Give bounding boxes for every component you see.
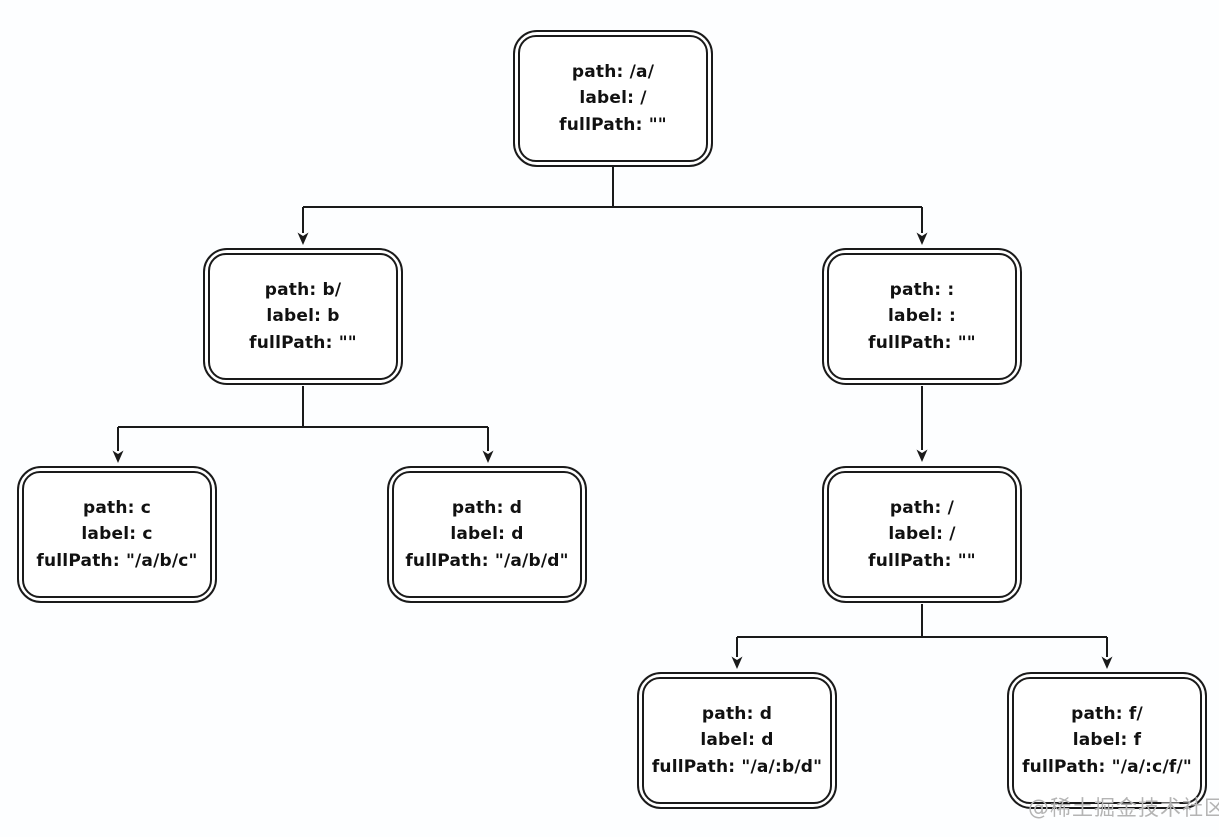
node-path-line: path: b/ [264, 279, 342, 300]
tree-node-d1-body: path: d label: d fullPath: "/a/b/d" [392, 471, 582, 598]
tree-node-colon-body: path: : label: : fullPath: "" [827, 253, 1017, 380]
tree-node-d2-body: path: d label: d fullPath: "/a/:b/d" [642, 677, 832, 804]
node-path-line: path: f/ [1071, 703, 1143, 724]
node-label-line: label: f [1072, 730, 1142, 751]
tree-node-root: path: /a/ label: / fullPath: "" [513, 30, 713, 167]
node-path-line: path: d [701, 703, 773, 724]
node-label-line: label: / [888, 524, 956, 545]
node-fullpath-line: fullPath: "/a/b/d" [405, 550, 569, 571]
node-label-line: label: b [266, 306, 340, 327]
node-label-line: label: : [888, 306, 956, 327]
tree-node-c-body: path: c label: c fullPath: "/a/b/c" [22, 471, 212, 598]
connector-b-children [112, 386, 494, 463]
node-label-line: label: d [700, 730, 774, 751]
tree-node-f: path: f/ label: f fullPath: "/a/:c/f/" [1007, 672, 1207, 809]
node-path-line: path: c [82, 497, 152, 518]
tree-node-c: path: c label: c fullPath: "/a/b/c" [17, 466, 217, 603]
node-fullpath-line: fullPath: "" [249, 332, 357, 353]
node-fullpath-line: fullPath: "/a/:c/f/" [1022, 756, 1192, 777]
tree-node-slash-body: path: / label: / fullPath: "" [827, 471, 1017, 598]
tree-node-slash: path: / label: / fullPath: "" [822, 466, 1022, 603]
node-path-line: path: d [451, 497, 523, 518]
node-path-line: path: / [889, 497, 955, 518]
node-path-line: path: /a/ [571, 61, 655, 82]
tree-node-root-body: path: /a/ label: / fullPath: "" [518, 35, 708, 162]
node-label-line: label: / [579, 88, 647, 109]
node-label-line: label: d [450, 524, 524, 545]
node-path-line: path: : [889, 279, 955, 300]
tree-node-b: path: b/ label: b fullPath: "" [203, 248, 403, 385]
connector-root-children [297, 167, 928, 245]
tree-node-d2: path: d label: d fullPath: "/a/:b/d" [637, 672, 837, 809]
tree-node-colon: path: : label: : fullPath: "" [822, 248, 1022, 385]
tree-node-f-body: path: f/ label: f fullPath: "/a/:c/f/" [1012, 677, 1202, 804]
watermark: @稀土掘金技术社区 [1028, 796, 1219, 820]
node-label-line: label: c [81, 524, 153, 545]
tree-node-b-body: path: b/ label: b fullPath: "" [208, 253, 398, 380]
node-fullpath-line: fullPath: "" [868, 332, 976, 353]
node-fullpath-line: fullPath: "" [868, 550, 976, 571]
tree-node-d1: path: d label: d fullPath: "/a/b/d" [387, 466, 587, 603]
node-fullpath-line: fullPath: "/a/:b/d" [651, 756, 823, 777]
connector-slash-children [731, 604, 1113, 669]
node-fullpath-line: fullPath: "" [559, 114, 667, 135]
node-fullpath-line: fullPath: "/a/b/c" [36, 550, 198, 571]
